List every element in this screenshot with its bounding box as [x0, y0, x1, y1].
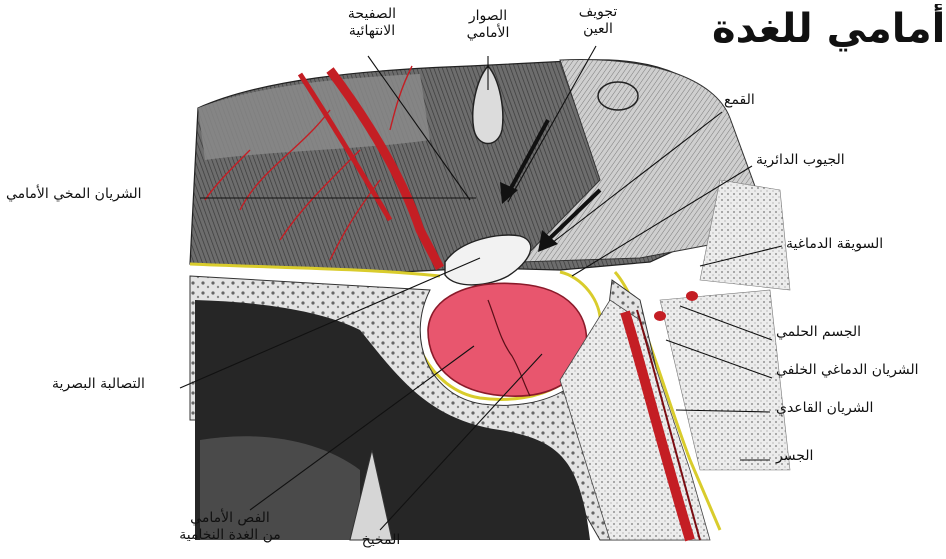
small-oval [598, 82, 638, 110]
label-infundibulum: القمع [724, 92, 755, 109]
label-cerebral-peduncle: السويقة الدماغية [786, 236, 883, 253]
label-cerebellum: المخيخ [346, 532, 416, 549]
title-text: أمامي للغدة [712, 6, 945, 52]
vessel-dot-1 [686, 291, 698, 301]
label-anterior-lobe-line1: الفص الأمامي [150, 510, 310, 527]
label-lamina-terminalis: الصفيحة الانتهائية [322, 6, 422, 40]
label-lamina-line1: الصفيحة [322, 6, 422, 23]
label-optic-recess-line2: العين [560, 21, 636, 38]
label-circular-sinuses: الجيوب الدائرية [756, 152, 845, 169]
label-optic-recess: تجويف العين [560, 4, 636, 38]
label-posterior-cerebral-artery: الشريان الدماغي الخلفي [776, 362, 919, 379]
label-anterior-cerebral-artery: الشريان المخي الأمامي [6, 186, 141, 203]
label-anterior-lobe-line2: من الغدة النخامية [150, 527, 310, 544]
vessel-dot-2 [654, 311, 666, 321]
page-title: أمامي للغدة [712, 4, 946, 64]
label-anterior-lobe: الفص الأمامي من الغدة النخامية [150, 510, 310, 544]
label-commissure-line2: الأمامي [448, 25, 528, 42]
label-lamina-line2: الانتهائية [322, 23, 422, 40]
label-mammillary-body: الجسم الحلمي [776, 324, 861, 341]
label-pons: الجسر [776, 448, 813, 465]
label-commissure-line1: الصوار [448, 8, 528, 25]
label-optic-recess-line1: تجويف [560, 4, 636, 21]
label-anterior-commissure: الصوار الأمامي [448, 8, 528, 42]
label-optic-chiasm: التصالبة البصرية [52, 376, 145, 393]
label-basilar-artery: الشريان القاعدي [776, 400, 873, 417]
